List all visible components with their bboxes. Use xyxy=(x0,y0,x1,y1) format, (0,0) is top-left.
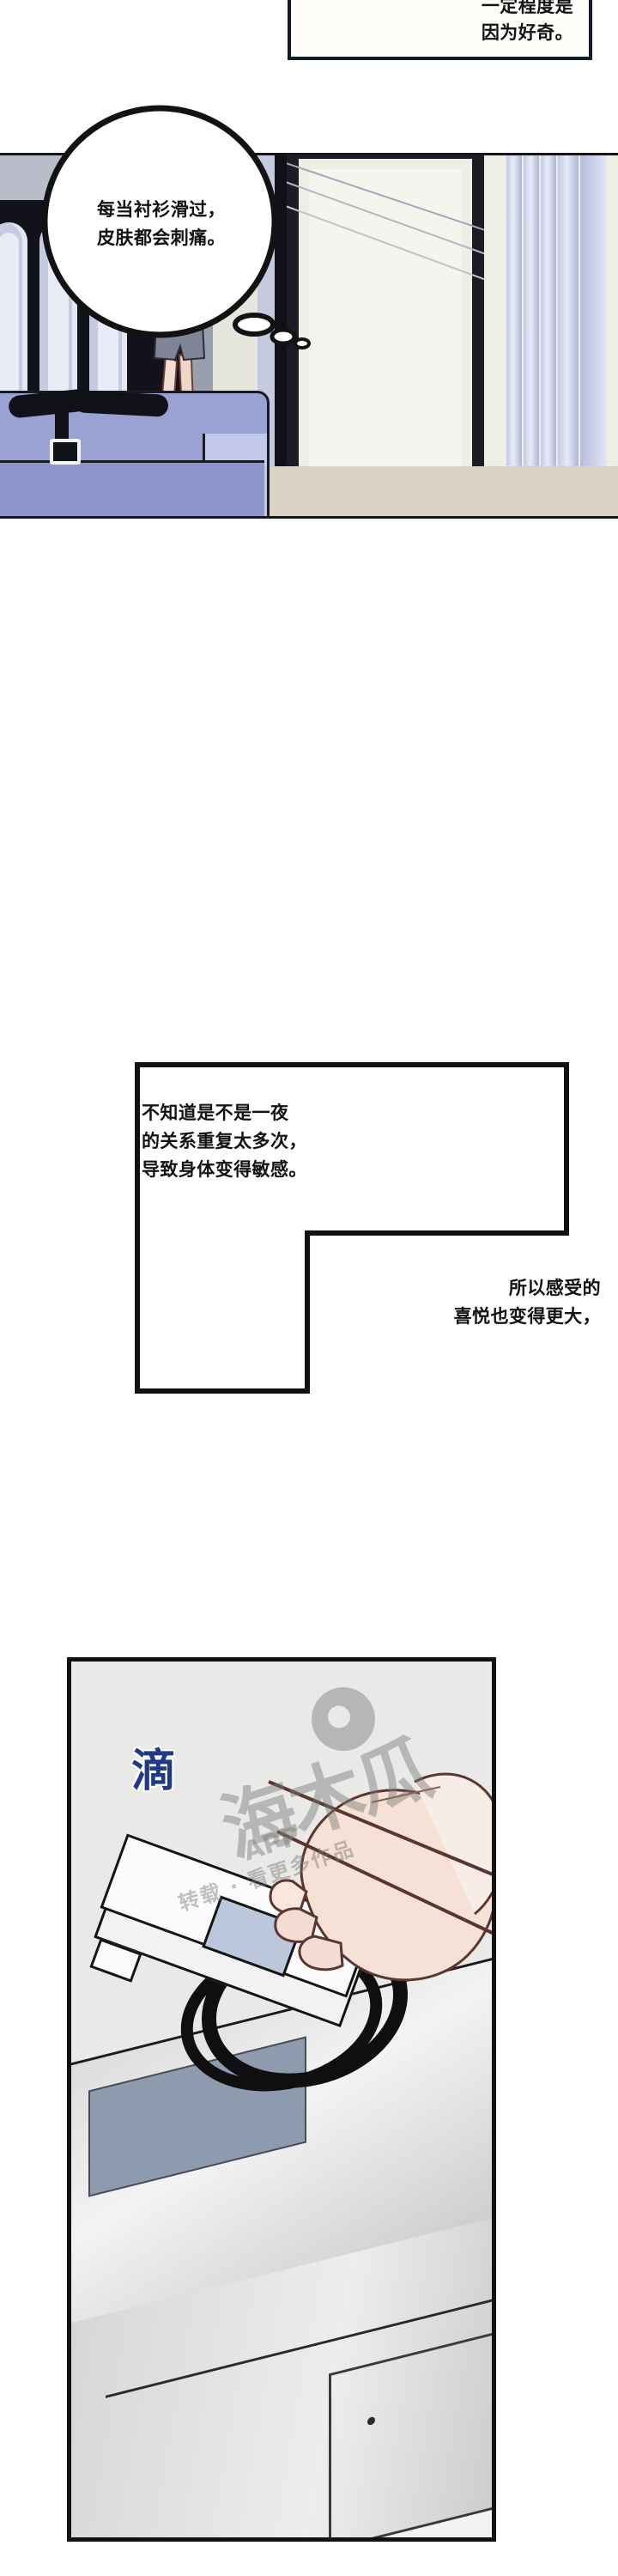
narration-box-top: 一定程度是 因为好奇。 xyxy=(288,0,592,60)
narration-1-line-2: 的关系重复太多次， xyxy=(142,1131,307,1151)
hand-graphic xyxy=(268,1772,492,1982)
curtain-fold xyxy=(524,155,539,499)
ceiling-lines xyxy=(283,161,498,285)
narration-1-line-3: 导致身体变得敏感。 xyxy=(142,1159,307,1180)
narration-2-line-1: 所以感受的 xyxy=(508,1278,601,1298)
narration-block-2: 所以感受的 喜悦也变得更大， xyxy=(258,1274,608,1331)
luggage-buckle xyxy=(50,439,81,465)
stepped-border xyxy=(135,1062,569,1394)
sfx-drip-text: 滴 xyxy=(131,1746,178,1797)
illustration-panel-bottom: 海木瓜 APP 转载 · 看更多作品 滴 xyxy=(67,1657,496,2542)
curtain-fold xyxy=(558,155,579,499)
thought-bubble: 每当衬衫滑过， 皮肤都会刺痛。 xyxy=(33,94,311,349)
narration-box-stepped: 不知道是不是一夜 的关系重复太多次， 导致身体变得敏感。 所以感受的 喜悦也变得… xyxy=(0,1054,618,1398)
narration-top-line-2: 因为好奇。 xyxy=(481,22,573,43)
narration-top-line-1: 一定程度是 xyxy=(481,0,573,16)
right-wall xyxy=(484,155,510,516)
curtain-fold xyxy=(506,155,522,499)
narration-2-line-2: 喜悦也变得更大， xyxy=(453,1306,601,1327)
thought-line-1: 每当衬衫滑过， xyxy=(97,199,226,220)
thought-line-2: 皮肤都会刺痛。 xyxy=(97,228,226,248)
narration-block-1: 不知道是不是一夜 的关系重复太多次， 导致身体变得敏感。 xyxy=(142,1099,429,1184)
thought-bubble-text: 每当衬衫滑过， 皮肤都会刺痛。 xyxy=(33,196,290,252)
curtain-fold xyxy=(580,155,606,499)
curtain-fold xyxy=(541,155,556,499)
narration-1-line-1: 不知道是不是一夜 xyxy=(142,1103,289,1123)
sofa-front-face xyxy=(0,460,264,516)
narration-top-text: 一定程度是 因为好奇。 xyxy=(291,0,573,46)
window-glass xyxy=(309,169,462,468)
